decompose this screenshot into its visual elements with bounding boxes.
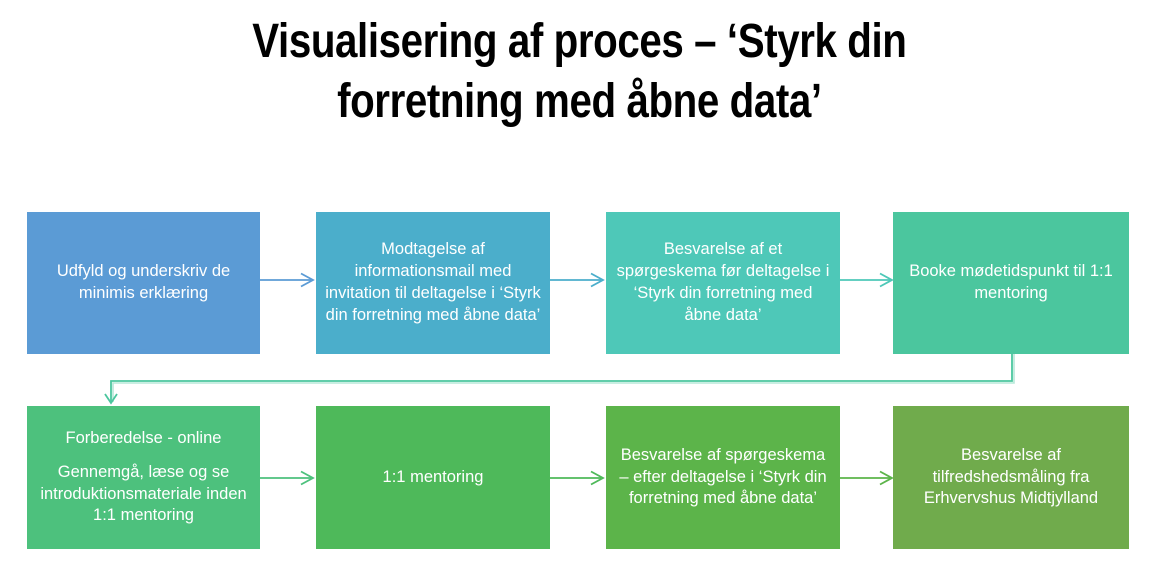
arrow-right-icon [838, 270, 895, 290]
page-title: Visualisering af proces – ‘Styrk din for… [0, 12, 1159, 132]
page-title-line-2: forretning med åbne data’ [337, 75, 822, 128]
flow-wrap-connector [0, 350, 1159, 412]
arrow-right-icon [259, 468, 316, 488]
process-step-6-label: 1:1 mentoring [382, 467, 484, 486]
process-step-7-label: Besvarelse af spørgeskema – efter deltag… [619, 445, 827, 508]
process-step-1-label: Udfyld og underskriv de minimis erklærin… [56, 262, 231, 302]
process-step-3: Besvarelse af et spørgeskema før deltage… [606, 212, 840, 354]
process-step-2-label: Modtagelse af informationsmail med invit… [325, 240, 541, 324]
process-step-8: Besvarelse af tilfredshedsmåling fra Erh… [893, 406, 1129, 549]
arrow-right-icon [549, 270, 606, 290]
arrow-right-icon [259, 270, 316, 290]
arrow-right-icon [549, 468, 606, 488]
process-step-6: 1:1 mentoring [316, 406, 550, 549]
process-step-2: Modtagelse af informationsmail med invit… [316, 212, 550, 354]
page-title-line-1: Visualisering af proces – ‘Styrk din [252, 15, 907, 68]
process-step-4: Booke mødetidspunkt til 1:1 mentoring [893, 212, 1129, 354]
process-step-5-label: Forberedelse - online [65, 428, 222, 447]
process-step-7: Besvarelse af spørgeskema – efter deltag… [606, 406, 840, 549]
process-step-8-label: Besvarelse af tilfredshedsmåling fra Erh… [923, 445, 1099, 508]
process-step-1: Udfyld og underskriv de minimis erklærin… [27, 212, 260, 354]
process-step-5-sublabel: Gennemgå, læse og se introduktionsmateri… [40, 462, 247, 525]
arrow-right-icon [838, 468, 895, 488]
process-step-3-label: Besvarelse af et spørgeskema før deltage… [616, 240, 830, 324]
process-step-5: Forberedelse - online Gennemgå, læse og … [27, 406, 260, 549]
process-step-4-label: Booke mødetidspunkt til 1:1 mentoring [909, 262, 1113, 302]
